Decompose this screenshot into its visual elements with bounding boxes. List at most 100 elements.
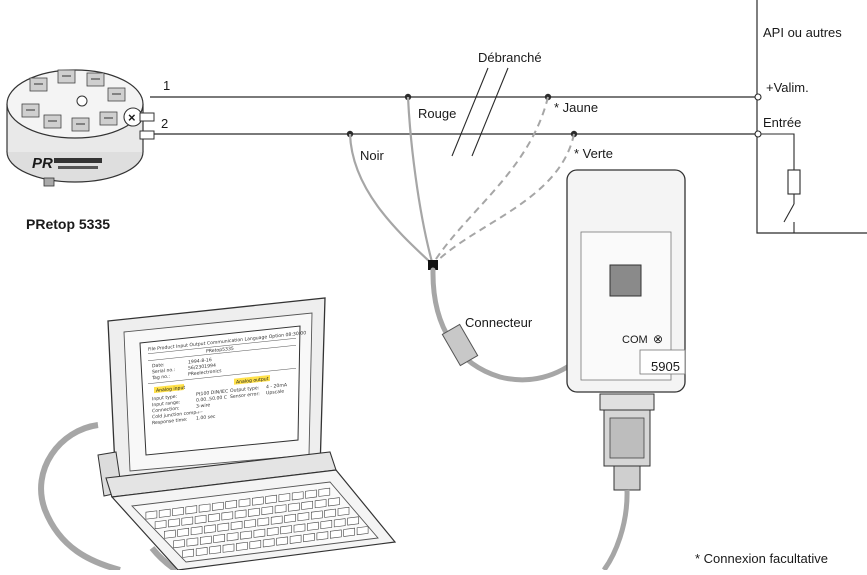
keyboard-key xyxy=(270,515,283,525)
loader-model: 5905 xyxy=(651,359,680,374)
keyboard-key xyxy=(293,523,306,533)
keyboard-key xyxy=(168,518,180,528)
keyboard-key xyxy=(333,518,346,528)
keyboard-key xyxy=(177,527,189,537)
keyboard-key xyxy=(240,530,252,540)
keyboard-key xyxy=(158,508,171,518)
plc-title: API ou autres xyxy=(763,25,842,40)
keyboard-key xyxy=(190,526,203,536)
keyboard-key xyxy=(288,502,300,512)
com-symbol: ⊗ xyxy=(653,332,663,346)
connecteur-label: Connecteur xyxy=(465,315,533,330)
keyboard-key xyxy=(278,493,291,503)
keyboard-key xyxy=(154,520,167,530)
keyboard-key xyxy=(212,501,224,511)
keyboard-key xyxy=(181,516,194,526)
keyboard-key xyxy=(297,512,310,522)
jaune-label: * Jaune xyxy=(554,100,598,115)
screen-input-key: Connection: xyxy=(152,405,180,414)
rouge-label: Rouge xyxy=(418,106,456,121)
screen-input-value: ---- xyxy=(196,410,203,416)
keyboard-key xyxy=(314,499,327,509)
valim-terminal xyxy=(754,93,762,101)
keyboard-key xyxy=(328,497,340,507)
keyboard-key xyxy=(186,537,199,547)
keyboard-key xyxy=(244,519,256,529)
screen-input-key: Response time: xyxy=(152,417,188,427)
screen-info-value: 1994-8-16 xyxy=(188,357,212,365)
cable-splice xyxy=(428,260,438,270)
resistor-symbol xyxy=(787,169,801,195)
keyboard-key xyxy=(253,528,266,538)
switch-symbol xyxy=(783,203,795,223)
com-label: COM xyxy=(622,334,648,346)
keyboard-key xyxy=(301,500,314,510)
keyboard-key xyxy=(257,517,270,527)
keyboard-key xyxy=(194,514,207,524)
keyboard-key xyxy=(238,498,251,508)
device-logo: PR xyxy=(32,155,53,172)
keyboard-key xyxy=(310,510,323,520)
keyboard-key xyxy=(347,516,359,526)
verte-label: * Verte xyxy=(574,146,613,161)
keyboard-key xyxy=(204,524,216,534)
keyboard-key xyxy=(329,529,342,539)
break-mark xyxy=(451,67,489,157)
keyboard-key xyxy=(226,532,239,542)
keyboard-key xyxy=(209,545,221,555)
screen-info-key: Date: xyxy=(152,362,165,369)
valim-label: +Valim. xyxy=(766,80,809,95)
keyboard-key xyxy=(289,534,302,544)
keyboard-key xyxy=(221,511,234,521)
keyboard-key xyxy=(208,513,220,523)
analog-output-title: Analog output xyxy=(236,376,269,385)
keyboard-key xyxy=(337,506,350,516)
keyboard-key xyxy=(252,496,264,506)
keyboard-key xyxy=(324,508,336,518)
com-port xyxy=(609,264,642,297)
screen-output-value: 4 - 20mA xyxy=(266,382,288,390)
screen-output-value: Upscale xyxy=(266,388,284,396)
keyboard-key xyxy=(356,526,369,536)
pretop-transmitter: × PR PRetop 5335 xyxy=(6,69,155,232)
screen-output-key: Output type: xyxy=(230,385,260,394)
screen-input-value: 1.00 sec xyxy=(196,414,216,422)
footnote: * Connexion facultative xyxy=(695,551,828,566)
keyboard-key xyxy=(234,509,247,519)
keyboard-key xyxy=(343,527,356,537)
keyboard-key xyxy=(305,489,317,499)
keyboard-key xyxy=(276,536,288,546)
terminal-screws xyxy=(21,69,126,132)
loader-5905: COM ⊗ 5905 xyxy=(566,169,686,572)
keyboard-key xyxy=(217,522,230,532)
keyboard-key xyxy=(320,520,333,530)
screen-info-key: Serial no.: xyxy=(152,367,176,375)
keyboard-key xyxy=(213,533,225,543)
keyboard-key xyxy=(172,507,184,517)
keyboard-key xyxy=(195,547,208,557)
keyboard-key xyxy=(274,504,287,514)
keyboard-key xyxy=(198,503,211,513)
svg-text:×: × xyxy=(128,110,136,125)
keyboard-key xyxy=(230,520,243,530)
screen-input-value: Pt100 DIN/IEC xyxy=(196,388,228,397)
keyboard-key xyxy=(200,535,212,545)
screen-input-key: Cold junction comp.: xyxy=(152,409,200,420)
probe-cables: Rouge Noir * Jaune * Verte xyxy=(348,96,613,270)
loop-wires: 1 2 Débranché xyxy=(150,50,762,157)
connector-plug xyxy=(441,323,479,367)
entree-label: Entrée xyxy=(763,115,801,130)
screen-info-key: Tag no.: xyxy=(151,373,170,381)
noir-label: Noir xyxy=(360,148,385,163)
keyboard-key xyxy=(249,540,262,550)
analog-input-title: Analog input xyxy=(156,385,185,394)
screen-input-key: Input range: xyxy=(152,399,181,408)
screen-info-value: 56/2301994 xyxy=(188,363,216,372)
keyboard-key xyxy=(236,541,248,551)
screen-input-value: 3-wire xyxy=(196,402,210,409)
keyboard-key xyxy=(222,543,235,553)
keyboard-key xyxy=(164,529,176,539)
keyboard-key xyxy=(185,505,198,515)
keyboard-key xyxy=(262,538,275,548)
